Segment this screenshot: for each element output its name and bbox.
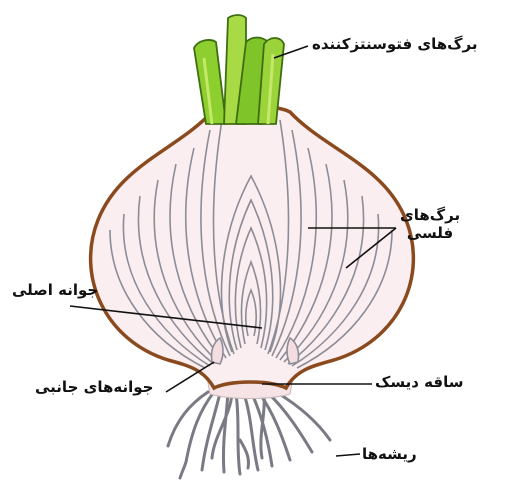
label-disk-stem: ساقه دیسک bbox=[375, 373, 463, 391]
roots-group bbox=[168, 392, 330, 478]
root-4 bbox=[236, 394, 240, 474]
label-main-bud: جوانه اصلی bbox=[12, 281, 98, 299]
root-13 bbox=[180, 462, 186, 478]
green-leaves-group bbox=[194, 15, 284, 124]
onion-body bbox=[91, 106, 414, 388]
label-scale-leaves-line1: برگ‌های bbox=[400, 206, 460, 224]
label-photosynthetic-leaves: برگ‌های فتوسنتزکننده bbox=[312, 35, 478, 53]
label-lateral-buds: جوانه‌های جانبی bbox=[35, 378, 153, 396]
root-9 bbox=[276, 392, 330, 440]
root-11 bbox=[212, 394, 232, 458]
label-scale-leaves: برگ‌های فلسی bbox=[400, 206, 460, 242]
leader-roots bbox=[336, 454, 360, 456]
root-10 bbox=[168, 392, 208, 446]
label-roots: ریشه‌ها bbox=[362, 445, 417, 463]
root-3 bbox=[223, 393, 228, 472]
root-14 bbox=[240, 440, 249, 468]
label-scale-leaves-line2: فلسی bbox=[400, 224, 460, 242]
